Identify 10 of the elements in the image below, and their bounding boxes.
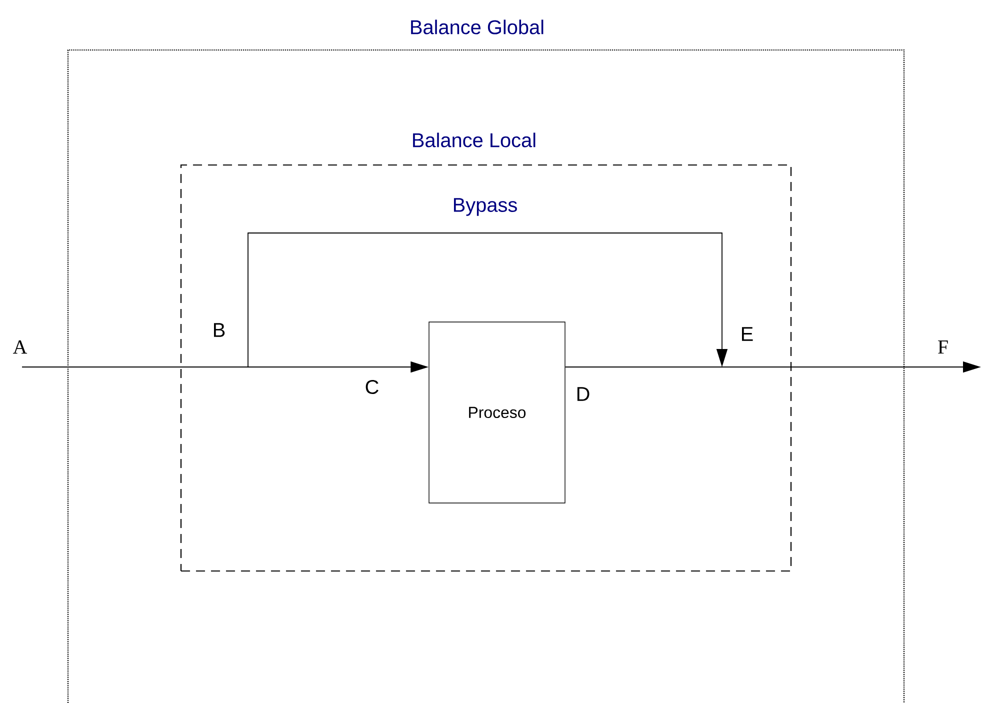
box-heading: Balance Global [411, 20, 544, 34]
bypass-line [248, 232, 728, 368]
edge-label: Bypass [454, 198, 517, 216]
stream-label: A [13, 340, 28, 354]
box-heading: Balance Local [413, 132, 536, 148]
stream-label: B [214, 323, 225, 337]
process-box: Proceso [428, 322, 566, 504]
stream-label: C [366, 380, 378, 394]
stream-label: F [938, 340, 948, 354]
stream-label: E [742, 327, 753, 341]
